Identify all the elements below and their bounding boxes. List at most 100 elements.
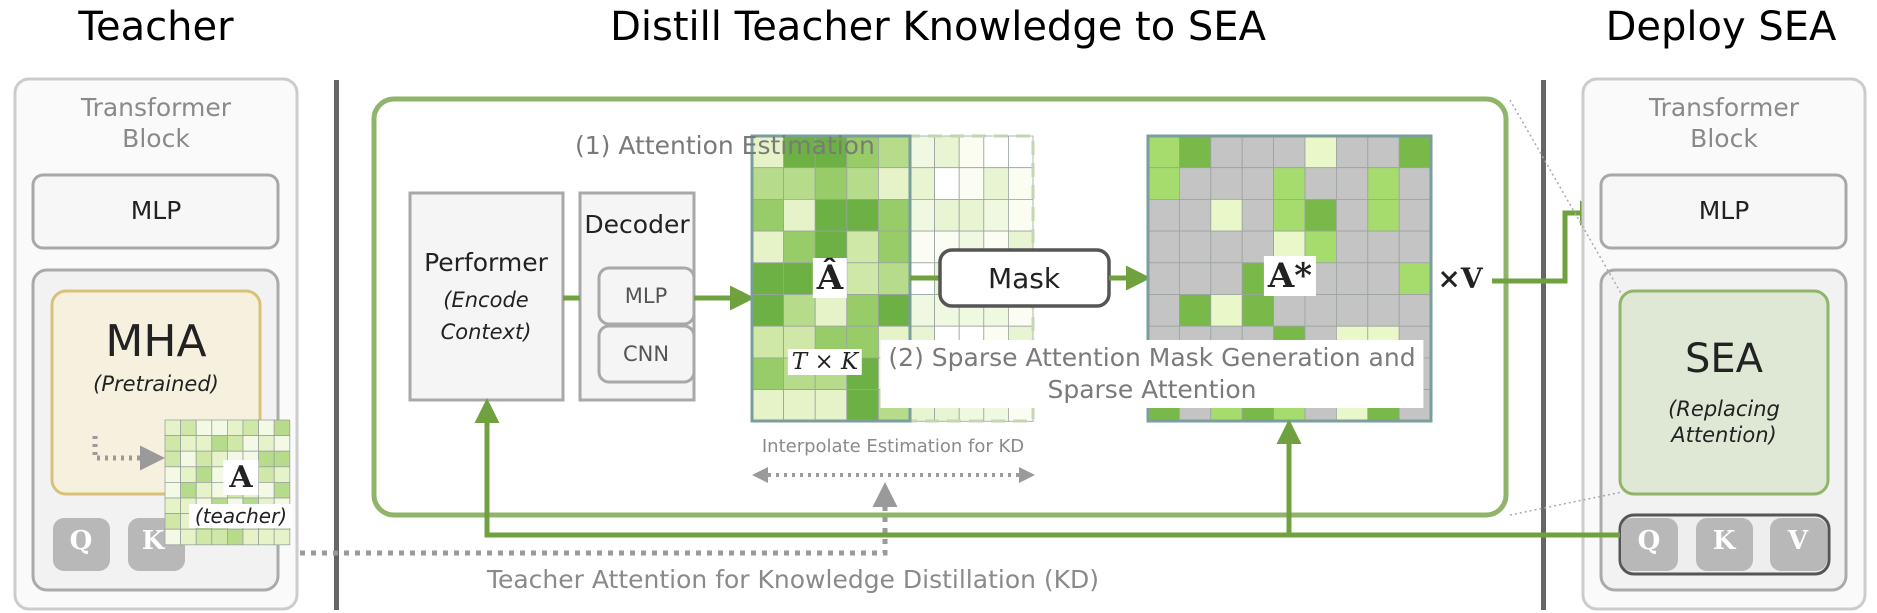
matrix-cell: [180, 528, 197, 546]
matrix-cell: [242, 435, 260, 452]
matrix-cell: [1398, 135, 1431, 169]
matrix-cell: [180, 435, 197, 452]
matrix-cell: [1147, 167, 1180, 200]
mask-label: Mask: [987, 262, 1061, 295]
mha-to-attention-dotted-arrow: [92, 436, 165, 471]
matrix-cell: [1336, 135, 1369, 169]
matrix-cell: [180, 419, 197, 437]
matrix-cell: [751, 167, 785, 200]
teacher-mlp-label: MLP: [130, 196, 182, 225]
matrix-cell: [878, 294, 911, 327]
matrix-cell: [180, 450, 197, 468]
matrix-cell: [934, 167, 960, 200]
deploy-v-label: V: [1787, 526, 1809, 556]
matrix-cell: [1147, 262, 1180, 295]
teacher-kd-dotted-line: [300, 482, 898, 556]
matrix-cell: [180, 466, 197, 483]
zoom-line-bottom: [1509, 491, 1623, 516]
matrix-cell: [878, 135, 911, 169]
matrix-cell: [1304, 294, 1337, 327]
matrix-cell: [258, 419, 275, 437]
performer-title: Performer: [424, 248, 548, 277]
matrix-cell: [1336, 294, 1369, 327]
matrix-cell: [1336, 262, 1369, 295]
matrix-cell: [164, 528, 182, 546]
matrix-cell: [1210, 294, 1243, 327]
matrix-cell: [958, 167, 985, 200]
kd-label: Teacher Attention for Knowledge Distilla…: [486, 565, 1100, 594]
teacher-q-label: Q: [69, 526, 93, 556]
matrix-cell: [164, 481, 182, 499]
matrix-cell: [164, 466, 182, 483]
decoder-cnn-label: CNN: [622, 342, 670, 366]
matrix-cell: [751, 389, 785, 422]
matrix-cell: [1273, 198, 1306, 232]
matrix-cell: [242, 419, 260, 437]
times-v-label: ×V: [1437, 262, 1483, 295]
matrix-cell: [226, 419, 244, 437]
matrix-cell: [273, 419, 291, 437]
deploy-k-chip: [1696, 518, 1753, 571]
matrix-cell: [846, 167, 879, 200]
matrix-cell: [783, 389, 816, 422]
matrix-cell: [846, 135, 879, 169]
matrix-cell: [273, 528, 291, 546]
matrix-cell: [1304, 198, 1337, 232]
sea-box: [1618, 289, 1830, 496]
matrix-cell: [1241, 135, 1274, 169]
matrix-cell: [195, 466, 213, 483]
matrix-cell: [751, 357, 785, 390]
matrix-cell: [909, 294, 936, 327]
matrix-cell: [783, 262, 816, 295]
matrix-cell: [1336, 167, 1369, 200]
matrix-cell: [1008, 167, 1034, 200]
matrix-cell: [1367, 198, 1400, 232]
matrix-cell: [909, 198, 936, 232]
deploy-v-chip: [1770, 518, 1827, 571]
matrix-cell: [751, 262, 785, 295]
matrix-cell: [1241, 167, 1274, 200]
matrix-cell: [983, 198, 1009, 232]
matrix-cell: [226, 528, 244, 546]
mha-title: MHA: [105, 316, 207, 367]
deploy-block-title: Transformer Block: [1648, 93, 1800, 153]
divider-right: [1541, 80, 1546, 610]
matrix-cell: [1210, 198, 1243, 232]
teacher-k-label: K: [141, 526, 165, 556]
step2-label: (2) Sparse Attention Mask Generation and…: [880, 340, 1424, 408]
divider-left: [334, 80, 339, 610]
matrix-cell: [1304, 167, 1337, 200]
matrix-cell: [258, 435, 275, 452]
matrix-cell: [783, 294, 816, 327]
matrix-cell: [164, 513, 182, 530]
teacher-mlp-box: [31, 173, 280, 250]
matrix-cell: [211, 435, 228, 452]
matrix-cell: [258, 466, 275, 483]
matrix-cell: [1273, 135, 1306, 169]
matrix-cell: [273, 450, 291, 468]
matrix-cell: [1273, 294, 1306, 327]
matrix-cell: [273, 466, 291, 483]
matrix-cell: [958, 198, 985, 232]
matrix-cell: [846, 389, 879, 422]
matrix-cell: [273, 481, 291, 499]
matrix-cell: [783, 198, 816, 232]
matrix-cell: [1367, 294, 1400, 327]
matrix-cell: [878, 230, 911, 264]
matrix-cell: [258, 450, 275, 468]
matrix-cell: [814, 230, 848, 264]
matrix-cell: [1179, 167, 1212, 200]
matrix-cell: [909, 230, 936, 264]
matrix-cell: [909, 167, 936, 200]
matrix-cell: [195, 528, 213, 546]
step1-label: (1) Attention Estimation: [575, 131, 875, 160]
deploy-mlp-box: [1599, 173, 1848, 250]
matrix-cell: [195, 435, 213, 452]
matrix-cell: [878, 262, 911, 295]
matrix-cell: [783, 230, 816, 264]
matrix-cell: [226, 435, 244, 452]
matrix-cell: [878, 198, 911, 232]
matrix-cell: [983, 135, 1009, 169]
matrix-cell: [1398, 198, 1431, 232]
